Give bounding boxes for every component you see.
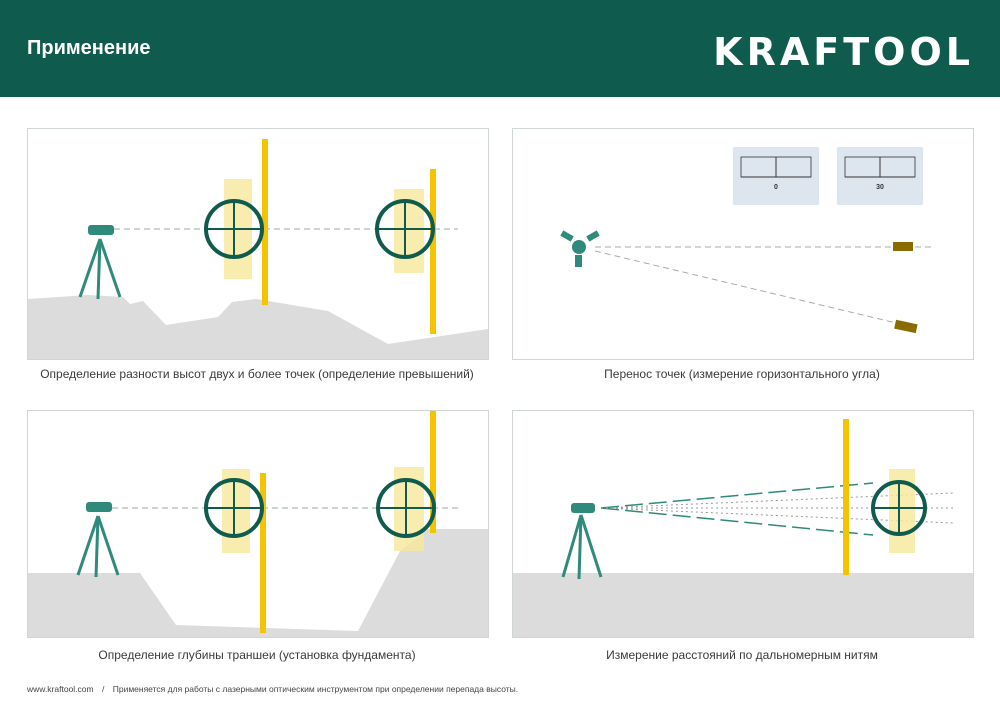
leveling-staff-1 — [262, 139, 268, 305]
footer: www.kraftool.com / Применяется для работ… — [27, 684, 518, 694]
leveling-staff-2 — [430, 169, 436, 334]
caption-trench-depth: Определение глубины траншеи (установка ф… — [98, 648, 416, 662]
footer-site-link[interactable]: www.kraftool.com — [27, 684, 94, 694]
level-instrument-icon — [571, 503, 595, 513]
footer-separator: / — [101, 684, 105, 694]
level-instrument-icon — [88, 225, 114, 235]
staff-top-icon — [893, 242, 913, 251]
header-bar: Применение KRAFTOOL — [0, 0, 1000, 97]
tripod-icon — [561, 514, 603, 580]
leveling-staff — [843, 419, 849, 575]
page-title: Применение — [27, 37, 151, 59]
panel-trench-depth — [27, 410, 489, 638]
tripod-icon — [78, 238, 122, 300]
scale-value-1: 0 — [774, 184, 778, 191]
brand-logo: KRAFTOOL — [713, 30, 974, 74]
caption-height-difference: Определение разности высот двух и более … — [40, 367, 474, 381]
staff-top-icon — [894, 319, 918, 334]
scale-value-2: 30 — [876, 184, 884, 191]
caption-stadia-distance: Измерение расстояний по дальномерным нит… — [606, 648, 878, 662]
footer-note: Применяется для работы с лазерными оптич… — [112, 684, 519, 694]
leveling-staff-2 — [430, 411, 436, 533]
leveling-staff-1 — [260, 473, 266, 633]
theodolite-topview-icon — [560, 230, 600, 267]
panel-height-difference — [27, 128, 489, 360]
panel-horizontal-angle: 0 30 — [512, 128, 974, 360]
level-instrument-icon — [86, 502, 112, 512]
panel-stadia-distance — [512, 410, 974, 638]
caption-horizontal-angle: Перенос точек (измерение горизонтального… — [604, 367, 880, 381]
tripod-icon — [76, 515, 120, 578]
